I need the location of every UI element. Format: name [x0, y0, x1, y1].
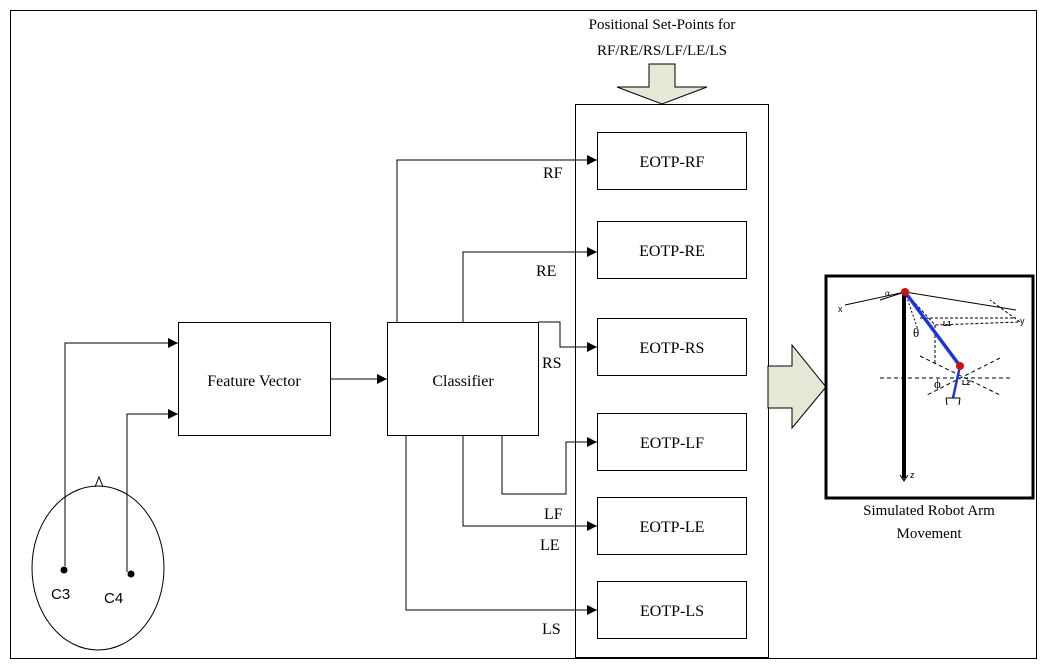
rf-wire	[396, 155, 597, 322]
eotp-container	[575, 104, 769, 658]
electrode-c4-label: C4	[104, 590, 123, 607]
eotp-lf-block: EOTP-LF	[597, 413, 747, 471]
signal-label-re: RE	[536, 263, 556, 280]
feature-vector-label: Feature Vector	[207, 373, 301, 390]
electrode-c3-label: C3	[51, 586, 70, 603]
arm-gripper	[945, 397, 961, 406]
ls-wire	[405, 436, 597, 615]
rs-wire	[538, 321, 597, 352]
signal-label-lf: LF	[544, 506, 563, 523]
feature-vector-block: Feature Vector	[178, 322, 331, 436]
l2-label: L2	[962, 380, 970, 387]
eotp-rf-block: EOTP-RF	[597, 132, 747, 190]
le-wire	[462, 436, 597, 531]
electrode-c4-dot	[127, 570, 135, 578]
setpoints-down-arrow	[616, 63, 708, 105]
electrode-c3-dot	[60, 566, 68, 574]
axis-x-label: x	[838, 304, 843, 314]
eotp-lf-label: EOTP-LF	[640, 435, 704, 452]
robot-caption-line2: Movement	[897, 526, 963, 542]
axis-y-label: y	[1020, 316, 1025, 326]
c3-wire	[64, 338, 178, 566]
alpha-label: α	[885, 288, 890, 298]
classifier-label: Classifier	[432, 373, 494, 390]
eotp-rs-label: EOTP-RS	[640, 340, 705, 357]
c4-wire	[126, 409, 178, 572]
lf-wire	[501, 436, 597, 495]
setpoints-caption-line1: Positional Set-Points for	[589, 17, 736, 33]
eotp-le-block: EOTP-LE	[597, 497, 747, 555]
theta-label: θ	[913, 325, 919, 340]
eotp-re-label: EOTP-RE	[639, 243, 705, 260]
axis-z-label: z	[910, 470, 915, 480]
head-sketch: C3 C4	[31, 475, 165, 651]
setpoints-caption-line2: RF/RE/RS/LF/LE/LS	[597, 43, 727, 59]
signal-label-le: LE	[540, 537, 560, 554]
signal-label-rs: RS	[542, 355, 562, 372]
eotp-re-block: EOTP-RE	[597, 221, 747, 279]
output-block-arrow	[767, 343, 827, 430]
outer-frame	[10, 10, 1037, 659]
re-wire	[462, 247, 597, 322]
eotp-rs-block: EOTP-RS	[597, 318, 747, 376]
eotp-ls-block: EOTP-LS	[597, 581, 747, 639]
arm-link-1	[903, 290, 962, 368]
classifier-block: Classifier	[387, 322, 539, 436]
arm-joint-base	[901, 288, 909, 296]
phi-label: ϕ	[934, 376, 941, 391]
signal-label-ls: LS	[542, 621, 561, 638]
l1-label: L1	[943, 321, 951, 328]
robot-arm-panel: x y z α θ ϕ L1 L2	[824, 274, 1035, 500]
nose-mark	[94, 475, 104, 488]
robot-caption-line1: Simulated Robot Arm	[863, 503, 995, 519]
eotp-ls-label: EOTP-LS	[640, 603, 704, 620]
arm-joint-elbow	[956, 362, 964, 370]
eotp-rf-label: EOTP-RF	[640, 154, 705, 171]
signal-label-rf: RF	[543, 165, 563, 182]
robot-panel-frame	[824, 274, 1035, 500]
eotp-le-label: EOTP-LE	[640, 519, 705, 536]
arm-link-2	[951, 365, 962, 399]
